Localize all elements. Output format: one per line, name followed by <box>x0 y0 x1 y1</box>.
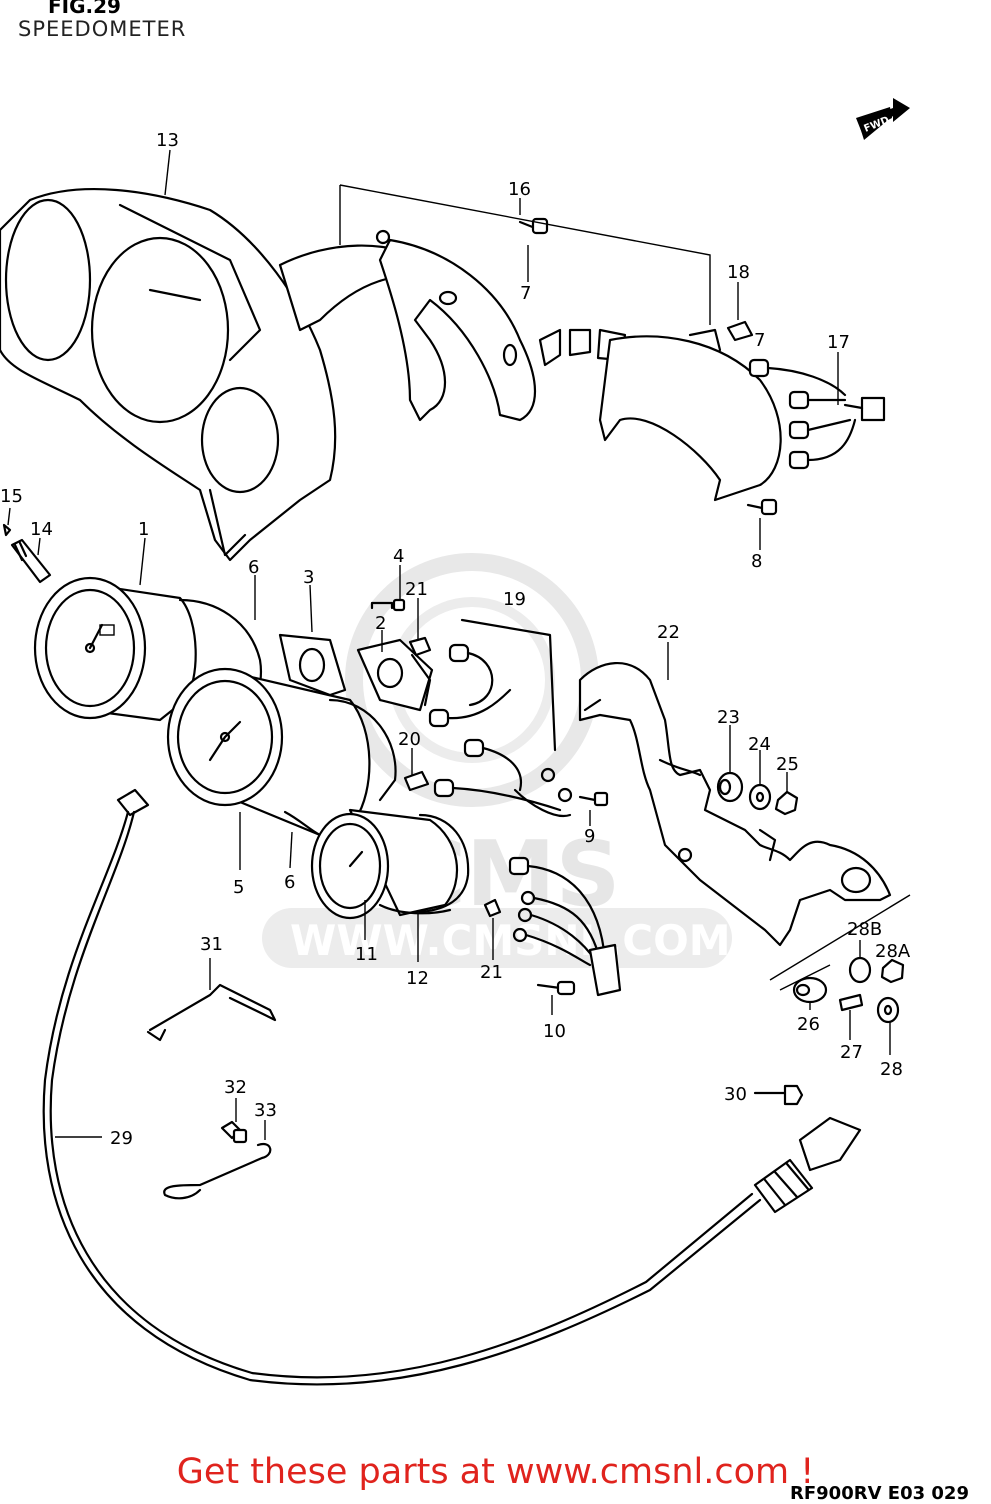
bolt-30 <box>753 1084 804 1106</box>
cushion-23 <box>716 771 744 803</box>
meter-bracket-22 <box>578 662 892 947</box>
clamp-33 <box>163 1142 272 1200</box>
figure-number: FIG.29 <box>48 0 121 18</box>
callout-18: 18 <box>727 262 750 283</box>
callout-14: 14 <box>30 519 53 540</box>
tachometer-gauge <box>33 576 263 727</box>
callout-20: 20 <box>398 729 421 750</box>
nut-25 <box>774 790 799 816</box>
meter-case-12 <box>378 903 452 915</box>
washer-28 <box>876 996 900 1024</box>
bulb-21-lower <box>483 898 502 918</box>
gasket-3 <box>278 633 347 697</box>
bulb-21-upper <box>408 636 432 657</box>
callout-7-b: 7 <box>754 330 765 351</box>
callout-8: 8 <box>751 551 762 572</box>
clamp-31 <box>146 983 277 1042</box>
screw-7 <box>518 217 549 235</box>
screw-9 <box>578 791 609 807</box>
callout-16: 16 <box>508 179 531 200</box>
spacer-27 <box>838 993 864 1012</box>
leader-group-28 <box>769 894 911 991</box>
screw-8 <box>746 498 778 516</box>
watermark-url-text: WWW.CMSNL.COM <box>290 916 731 965</box>
screw-15 <box>2 523 12 537</box>
callout-6: 6 <box>248 557 259 578</box>
callout-5: 5 <box>233 877 244 898</box>
wiring-harness-10 <box>508 856 622 997</box>
callout-1: 1 <box>138 519 149 540</box>
lamp-harness-19 <box>428 618 573 818</box>
screw-4 <box>370 598 406 612</box>
callout-13: 13 <box>156 130 179 151</box>
callout-labels: 13 16 7 18 7 17 8 15 14 1 6 3 4 2 21 19 … <box>0 130 911 1149</box>
callout-32: 32 <box>224 1077 247 1098</box>
callout-22: 22 <box>657 622 680 643</box>
callout-28b: 28B <box>847 919 882 940</box>
callout-3: 3 <box>303 567 314 588</box>
cushion-26 <box>792 976 828 1004</box>
callout-27: 27 <box>840 1042 863 1063</box>
callout-12: 12 <box>406 968 429 989</box>
callout-25: 25 <box>776 754 799 775</box>
page-title: SPEEDOMETER <box>18 17 187 41</box>
callout-2: 2 <box>375 613 386 634</box>
callout-28a: 28A <box>875 941 911 962</box>
callout-4: 4 <box>393 546 404 567</box>
washer-24 <box>748 783 772 811</box>
callout-10: 10 <box>543 1021 566 1042</box>
callout-21: 21 <box>405 579 428 600</box>
speedometer-cable-29 <box>42 788 862 1386</box>
meter-panel-housing <box>0 188 337 562</box>
leader-lines <box>7 149 891 1140</box>
callout-17: 17 <box>827 332 850 353</box>
callout-11: 11 <box>355 944 378 965</box>
fwd-arrow-icon: FWD <box>856 98 910 140</box>
callout-7: 7 <box>520 283 531 304</box>
callout-15: 15 <box>0 486 23 507</box>
bolt-32 <box>220 1120 248 1144</box>
callout-28: 28 <box>880 1059 903 1080</box>
nut-28a <box>880 958 905 984</box>
callout-29: 29 <box>110 1128 133 1149</box>
callout-30: 30 <box>724 1084 747 1105</box>
callout-33: 33 <box>254 1100 277 1121</box>
callout-19: 19 <box>503 589 526 610</box>
lamp-socket-assembly <box>538 328 886 502</box>
meter-inner-case <box>278 229 537 422</box>
callout-23: 23 <box>717 707 740 728</box>
bulb-20 <box>403 770 430 792</box>
callout-26: 26 <box>797 1014 820 1035</box>
fuel-gauge <box>310 808 470 920</box>
callout-24: 24 <box>748 734 771 755</box>
speedometer-gauge <box>166 667 397 837</box>
washer-28b <box>848 956 872 984</box>
callout-31: 31 <box>200 934 223 955</box>
plate-2 <box>356 638 434 712</box>
cable-connector-14 <box>10 538 52 584</box>
document-code: RF900RV E03 029 <box>790 1483 969 1504</box>
cmsnl-logo-watermark: CMS WWW.CMSNL.COM <box>262 553 732 968</box>
promo-link[interactable]: Get these parts at www.cmsnl.com ! <box>176 1452 815 1492</box>
callout-21-b: 21 <box>480 962 503 983</box>
callout-9: 9 <box>584 826 595 847</box>
callout-6-b: 6 <box>284 872 295 893</box>
bulb-18 <box>726 320 754 342</box>
